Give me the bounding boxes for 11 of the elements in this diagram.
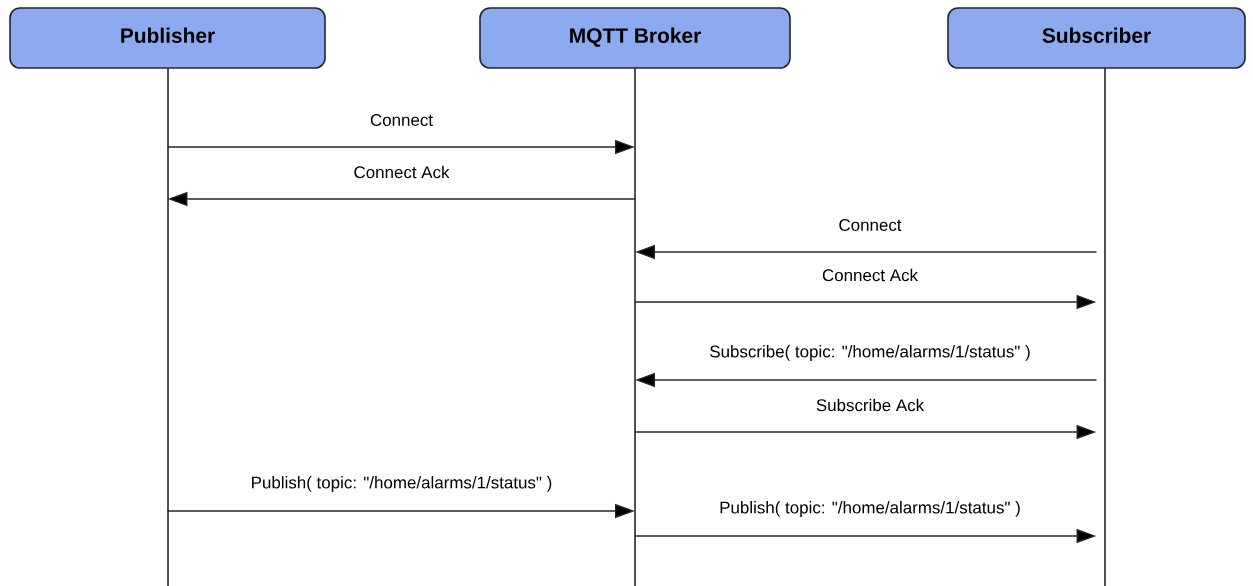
edge-label: Subscribe Ack <box>814 397 926 413</box>
participant-box: Subscriber <box>947 7 1246 69</box>
participant-box: MQTT Broker <box>479 7 791 69</box>
edge-label: Publish( topic: "/home/alarms/1/status" ) <box>718 500 1022 518</box>
edge-label: Connect Ack <box>352 164 451 180</box>
edge-label: Subscribe( topic: "/home/alarms/1/status" ) <box>708 344 1032 362</box>
edge-label: Connect Ack <box>821 267 919 283</box>
edge-label: Connect <box>837 218 903 232</box>
edge-label: Connect <box>368 113 435 127</box>
participant-box: Publisher <box>9 7 326 69</box>
edge-label: Publish( topic: "/home/alarms/1/status" ) <box>249 475 554 493</box>
